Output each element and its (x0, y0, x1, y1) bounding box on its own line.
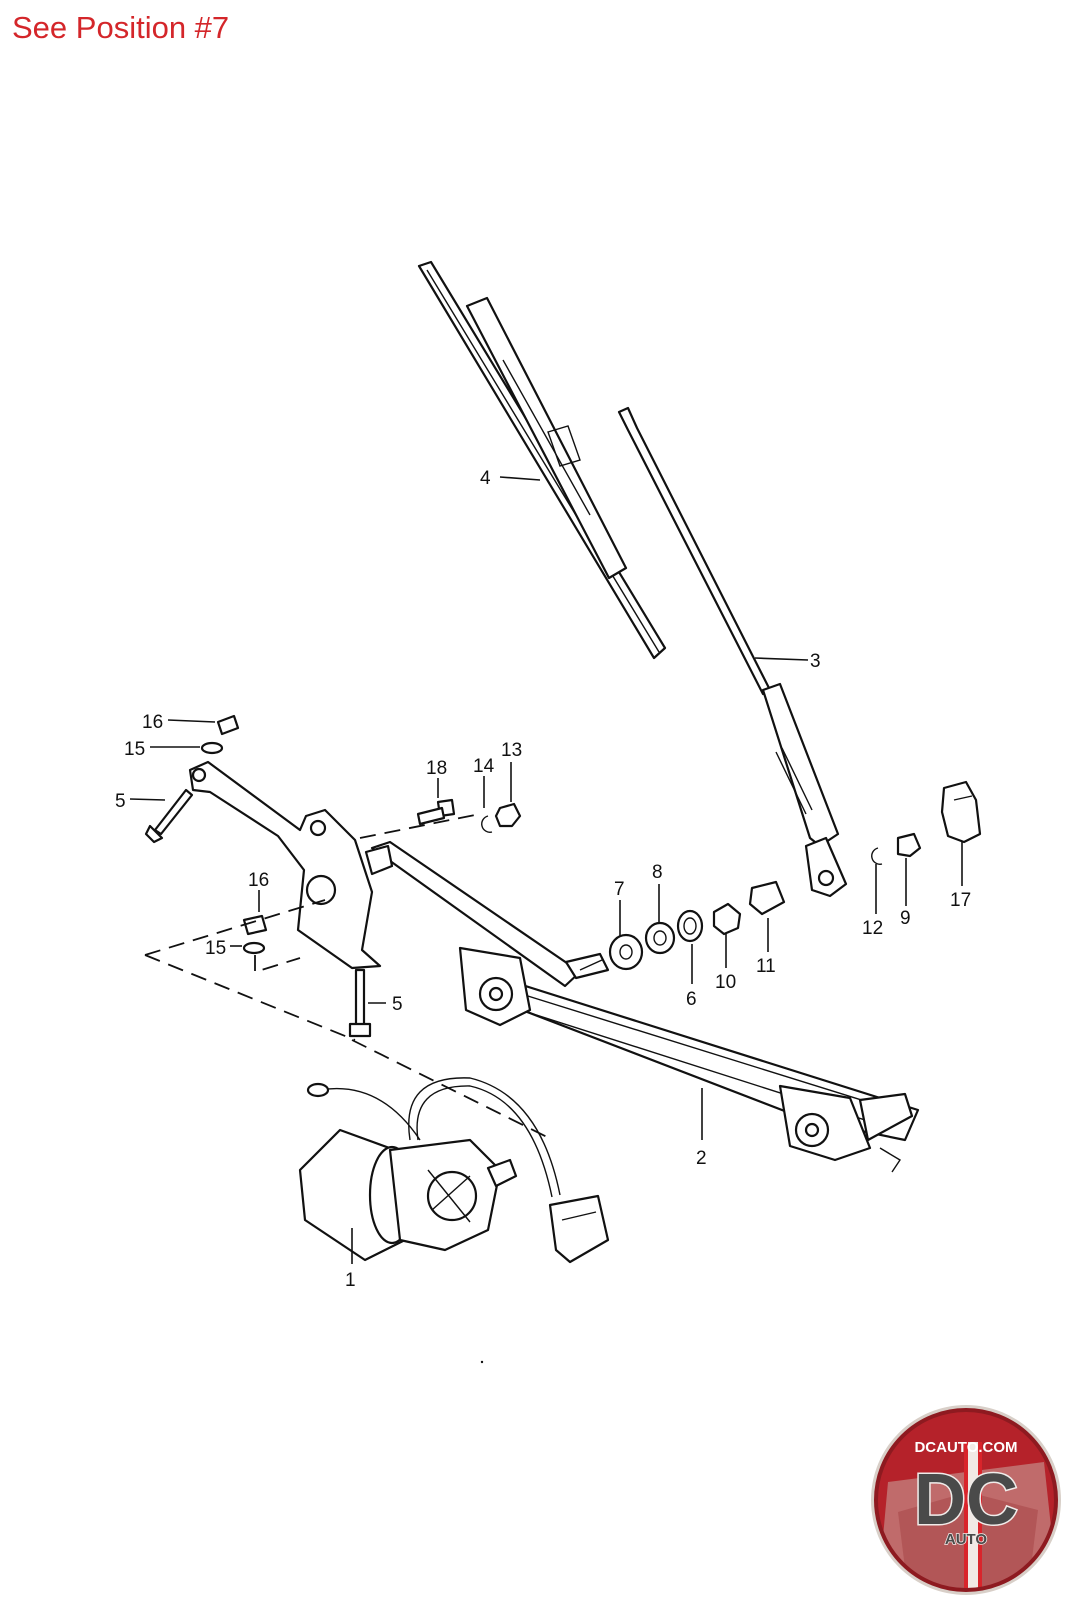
label-9: 9 (900, 908, 911, 929)
logo-top-text: DCAUTO.COM (914, 1439, 1017, 1456)
wiper-motor (298, 1077, 610, 1264)
label-18: 18 (426, 758, 447, 779)
label-6: 6 (686, 989, 697, 1010)
label-17: 17 (950, 890, 971, 911)
label-5a: 5 (115, 791, 126, 812)
label-8: 8 (652, 862, 663, 883)
label-5b: 5 (392, 994, 403, 1015)
callout-labels: 1 2 3 4 5 5 6 7 8 9 10 11 12 13 14 15 15… (115, 468, 971, 1291)
label-1: 1 (345, 1270, 356, 1291)
logo-main-text: DC (914, 1460, 1018, 1540)
label-16a: 16 (142, 712, 163, 733)
label-15a: 15 (124, 739, 145, 760)
dcauto-logo: DCAUTO.COM DC AUTO (871, 1405, 1061, 1595)
label-10: 10 (715, 972, 736, 993)
label-14: 14 (473, 756, 495, 777)
hardware-group (144, 714, 982, 1038)
linkage-frame (370, 840, 920, 1173)
label-16b: 16 (248, 870, 269, 891)
label-15b: 15 (205, 938, 226, 959)
label-7: 7 (614, 879, 625, 900)
label-2: 2 (696, 1148, 707, 1169)
label-13: 13 (501, 740, 522, 761)
wiper-blade (417, 260, 667, 660)
leader-lines (129, 476, 963, 1264)
wiper-arm (617, 406, 848, 898)
label-11: 11 (756, 956, 776, 977)
label-12: 12 (862, 918, 883, 939)
label-4: 4 (480, 468, 491, 489)
logo-bottom-text: AUTO (945, 1531, 988, 1548)
label-3: 3 (810, 651, 821, 672)
see-position-note: See Position #7 (12, 10, 230, 45)
mounting-bracket (188, 760, 394, 970)
